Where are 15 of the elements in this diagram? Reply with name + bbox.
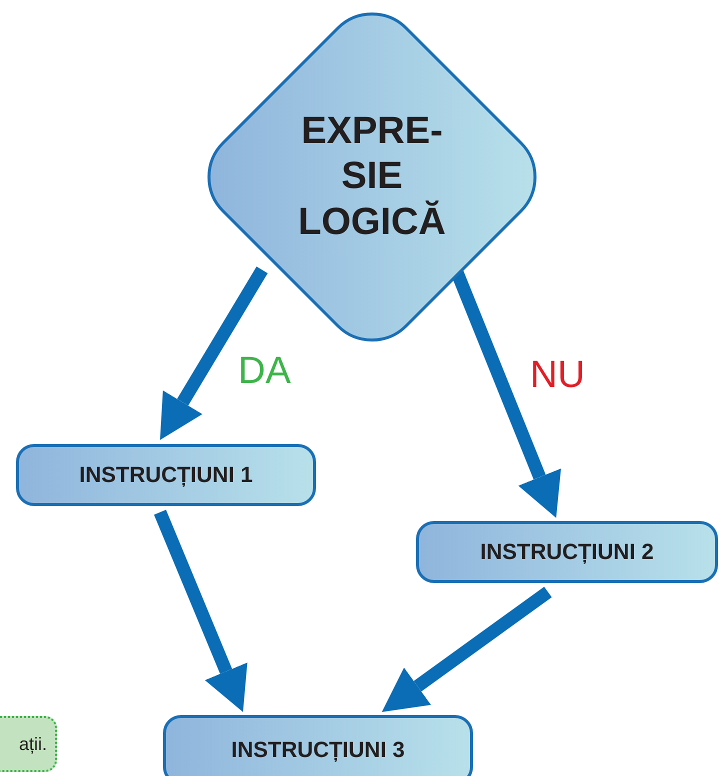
process-text: INSTRUCȚIUNI 3 xyxy=(231,737,405,763)
decision-diamond xyxy=(205,10,539,344)
process-box xyxy=(16,444,316,506)
arrow xyxy=(154,510,248,712)
process-box xyxy=(163,715,473,776)
decision-text: EXPRE- SIE LOGICĂ xyxy=(297,108,447,245)
process-text: INSTRUCȚIUNI 2 xyxy=(480,539,654,565)
edge-label: DA xyxy=(238,352,291,390)
arrow xyxy=(382,586,552,712)
arrow xyxy=(450,269,561,518)
process-text: INSTRUCȚIUNI 1 xyxy=(79,462,253,488)
edge-label: NU xyxy=(530,356,585,394)
process-text: ații. xyxy=(18,734,47,754)
process-box xyxy=(416,521,718,583)
arrow xyxy=(160,266,268,440)
